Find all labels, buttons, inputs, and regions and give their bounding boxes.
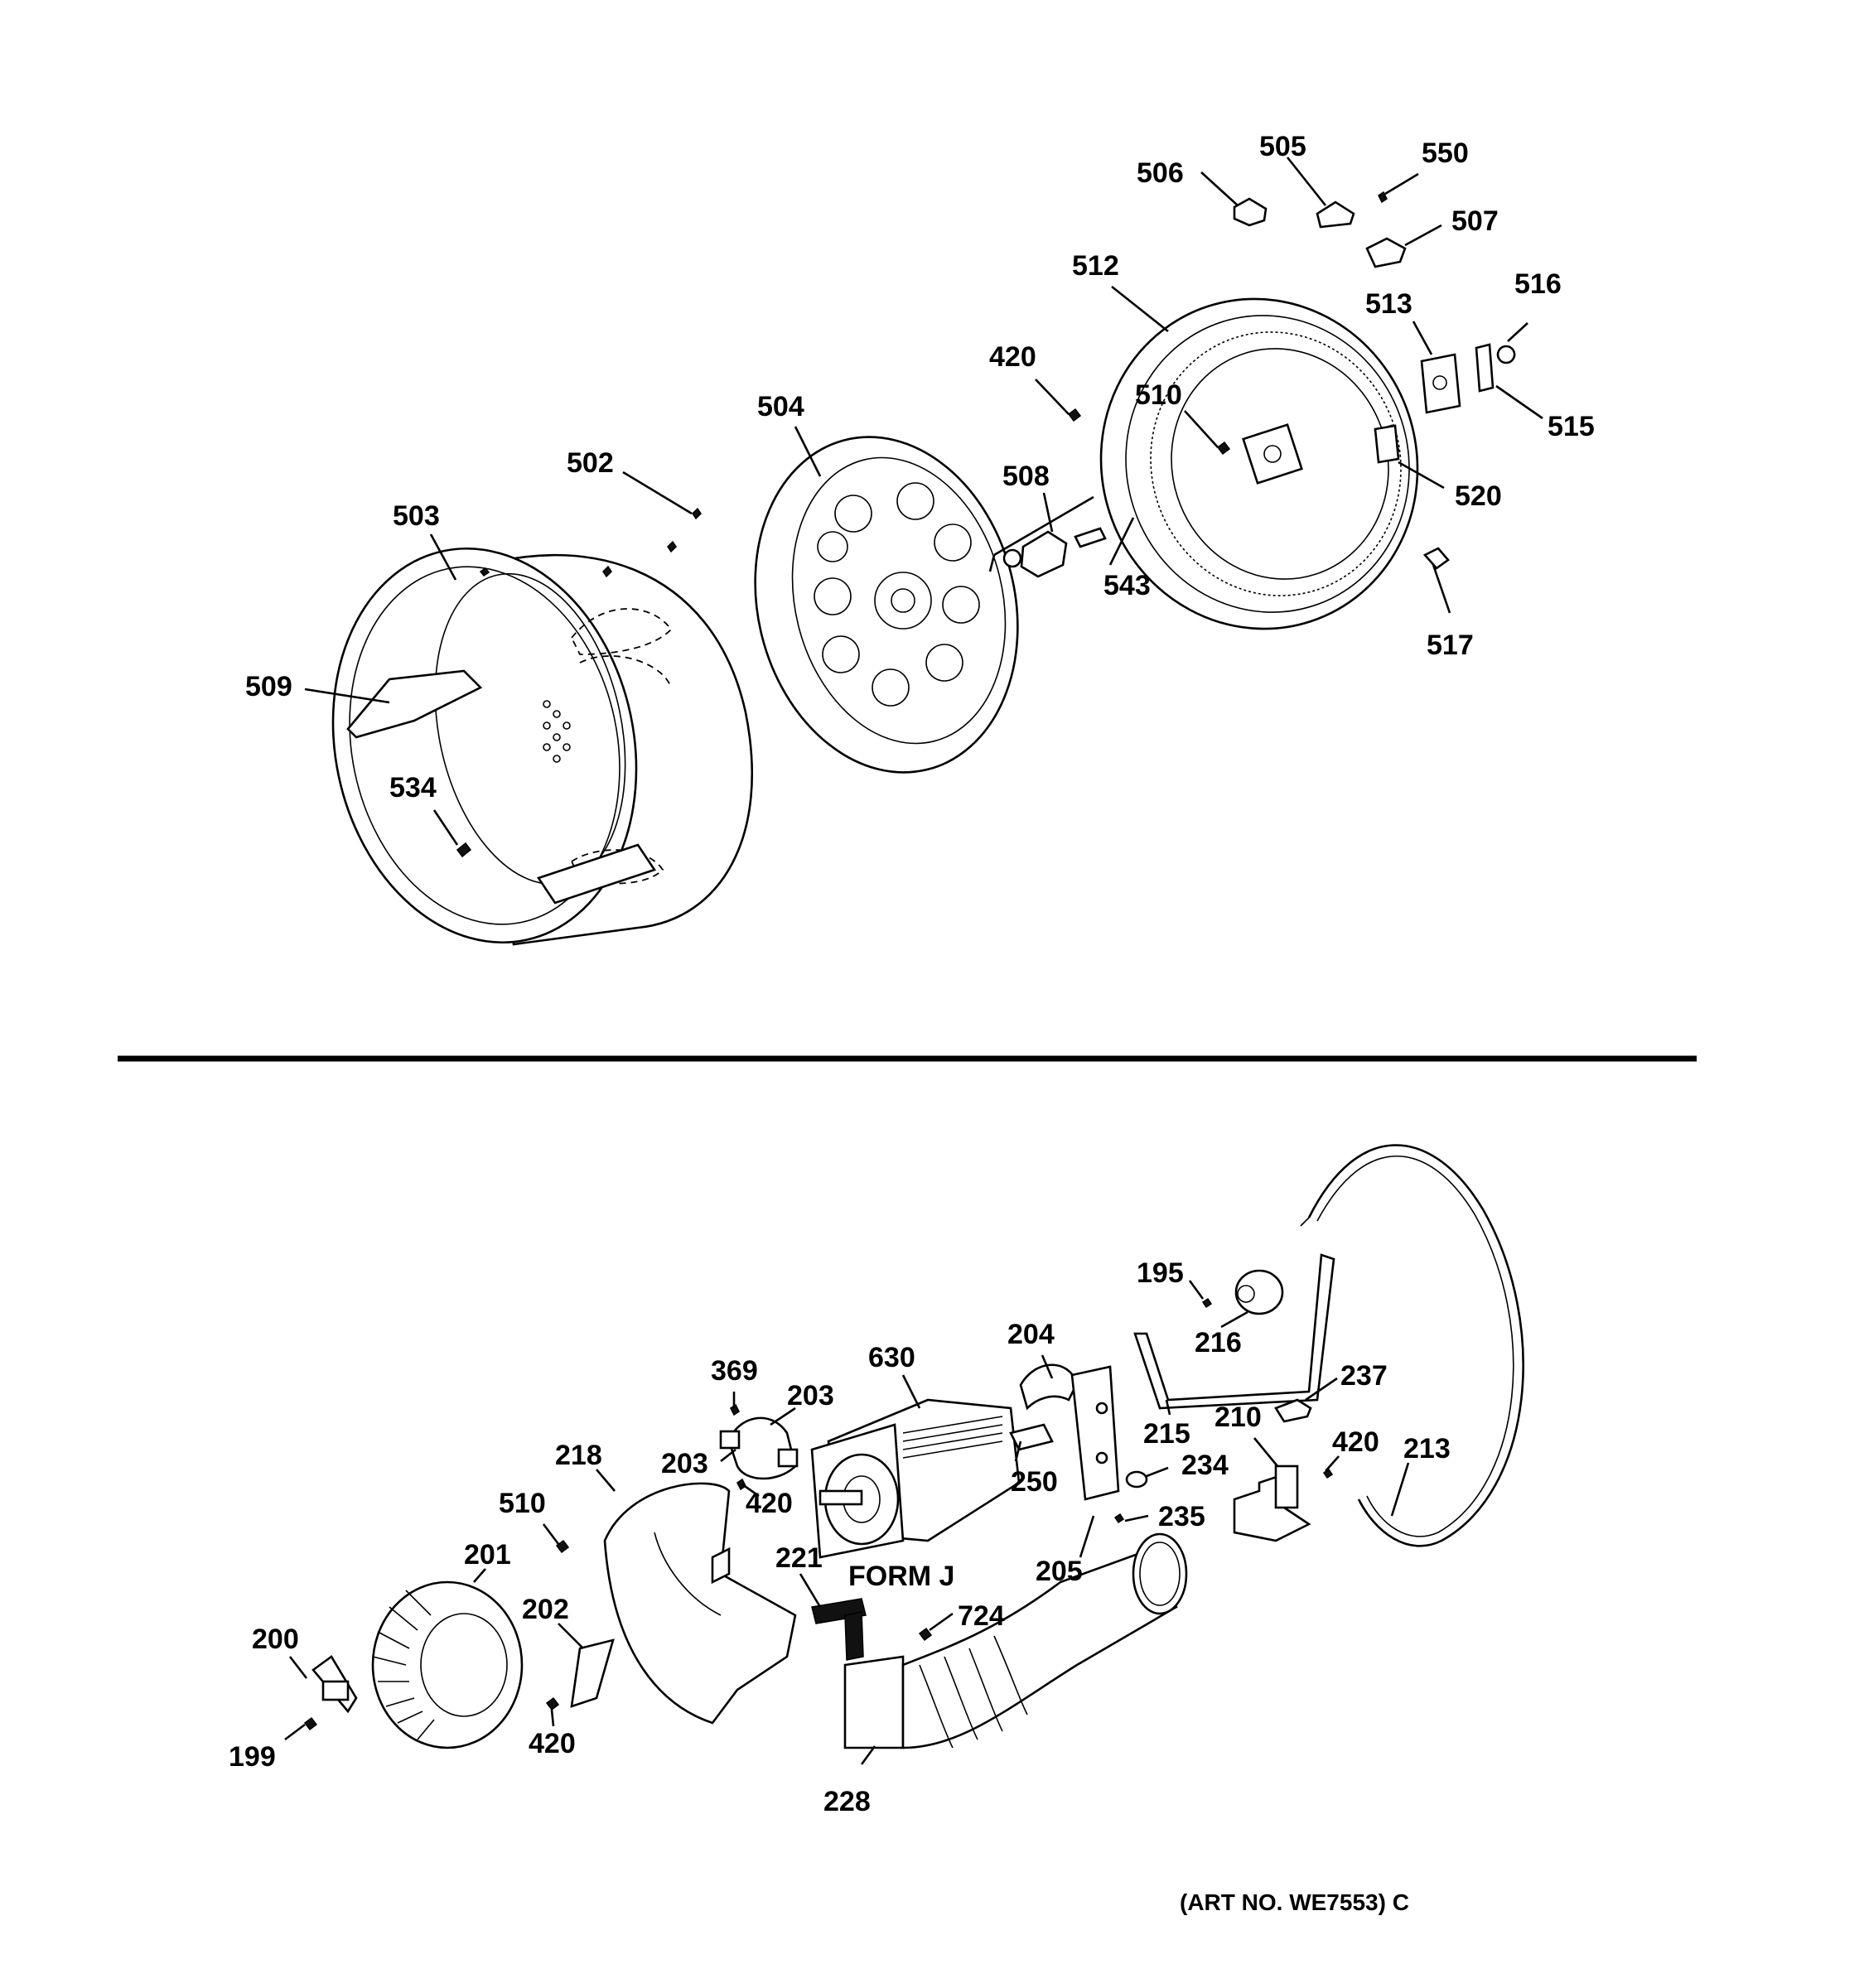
art-number: (ART NO. WE7553) C <box>1180 1889 1409 1915</box>
callout-534: 534 <box>389 772 437 803</box>
callout-216: 216 <box>1195 1327 1242 1358</box>
callout-630: 630 <box>868 1342 915 1373</box>
callout-420-switch: 420 <box>1332 1426 1379 1458</box>
rear-bulkhead-512 <box>1099 297 1419 630</box>
callout-512: 512 <box>1072 250 1119 282</box>
callout-513: 513 <box>1365 288 1412 320</box>
callout-215: 215 <box>1143 1418 1190 1450</box>
motor-clamp-203 <box>719 1403 799 1491</box>
callout-509: 509 <box>245 671 292 702</box>
drive-belt-213 <box>1300 1144 1524 1547</box>
idler-pulley-216 <box>1201 1269 1284 1315</box>
callout-221: 221 <box>775 1542 823 1574</box>
callout-724: 724 <box>958 1600 1005 1632</box>
callout-550: 550 <box>1422 138 1469 169</box>
form-j-label: FORM J <box>848 1561 954 1592</box>
callout-202: 202 <box>522 1594 569 1625</box>
callout-420-motor: 420 <box>746 1488 793 1519</box>
callout-510-top: 510 <box>1135 379 1182 411</box>
callout-543: 543 <box>1103 570 1151 601</box>
callout-508: 508 <box>1002 461 1050 492</box>
callout-505: 505 <box>1259 131 1306 162</box>
callout-369: 369 <box>711 1355 758 1387</box>
motor-630 <box>810 1398 1054 1559</box>
callout-237: 237 <box>1340 1360 1388 1392</box>
callout-506: 506 <box>1137 157 1184 189</box>
switch-parts <box>1233 1398 1334 1542</box>
drum-assembly-section: 506 505 550 507 512 516 513 420 510 515 … <box>245 131 1595 946</box>
blower-housing-218 <box>603 1482 797 1725</box>
callout-203-lower: 203 <box>661 1448 708 1479</box>
callout-203-upper: 203 <box>787 1380 834 1411</box>
callout-507: 507 <box>1451 205 1499 237</box>
callout-502: 502 <box>567 447 614 479</box>
callout-520: 520 <box>1455 480 1502 512</box>
callout-510-lower: 510 <box>499 1488 546 1519</box>
callout-195: 195 <box>1137 1257 1184 1289</box>
lower-leader-lines <box>284 1280 1410 1765</box>
gasket-221 <box>811 1598 867 1661</box>
callout-250: 250 <box>1011 1466 1058 1498</box>
bulkhead-hardware <box>1374 343 1516 570</box>
callout-200: 200 <box>252 1624 299 1655</box>
callout-210: 210 <box>1214 1402 1262 1433</box>
callout-420-top: 420 <box>989 341 1036 373</box>
callout-517: 517 <box>1427 630 1474 661</box>
roller-support-parts <box>1233 191 1407 268</box>
drum-back-504 <box>754 436 1019 774</box>
callout-504: 504 <box>757 391 804 422</box>
upper-leader-lines <box>304 157 1543 846</box>
callout-213: 213 <box>1403 1433 1451 1464</box>
callout-204: 204 <box>1007 1319 1055 1350</box>
callout-199: 199 <box>229 1741 276 1773</box>
callout-515: 515 <box>1548 411 1595 442</box>
callout-235: 235 <box>1158 1501 1205 1532</box>
callout-205: 205 <box>1036 1556 1083 1587</box>
motor-mount-204-205 <box>1019 1363 1148 1524</box>
blower-wheel-201 <box>371 1580 524 1749</box>
callout-234: 234 <box>1181 1450 1229 1481</box>
callout-228: 228 <box>823 1786 871 1817</box>
callout-503: 503 <box>393 500 440 532</box>
drum-503 <box>331 507 753 946</box>
upper-callout-labels: 506 505 550 507 512 516 513 420 510 515 … <box>245 131 1595 803</box>
lower-callout-labels: 195 216 630 204 369 203 237 203 215 210 … <box>229 1257 1451 1817</box>
motor-blower-section: 195 216 630 204 369 203 237 203 215 210 … <box>229 1144 1524 1817</box>
callout-218: 218 <box>555 1440 602 1471</box>
blower-hardware <box>303 1539 615 1731</box>
exhaust-duct-228 <box>843 1532 1188 1749</box>
callout-420-blower: 420 <box>529 1728 576 1759</box>
idler-arm-215 <box>1133 1253 1335 1410</box>
callout-201: 201 <box>464 1539 511 1571</box>
callout-516: 516 <box>1514 268 1562 300</box>
